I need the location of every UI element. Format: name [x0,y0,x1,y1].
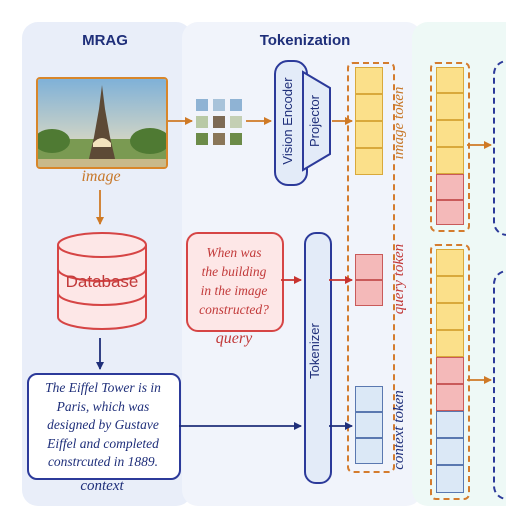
context-text-line: Eiffel and completed [47,435,159,451]
query-token-cell [436,384,464,411]
context-box [27,373,181,480]
image-patch [196,99,208,111]
image-token-cell [436,330,464,357]
context-text: The Eiffel Tower is in Paris, which was … [29,379,177,472]
image-token-cell [436,249,464,276]
tokenizer-label: Tokenizer [307,323,322,379]
query-text-line: in the image [200,283,268,298]
context-token-stack [355,386,383,464]
image-token-cell [436,276,464,303]
image-token-cell [436,67,464,93]
query-token-cell [436,357,464,384]
output-lower-outline [430,244,470,500]
query-text-line: the building [201,264,267,279]
projector-label: Projector [307,94,322,148]
image-token-cell [436,147,464,174]
context-token-cell [355,412,383,438]
image-token-cell [355,121,383,148]
context-text-line: Paris, which was [56,398,150,414]
image-token-cell [436,93,464,120]
image-patches [196,99,244,147]
image-patch [196,133,208,145]
query-token-cell [436,174,464,200]
output-upper-outline [430,62,470,232]
output-upper-stack [436,67,464,225]
image-token-cell [355,148,383,175]
next-stage-box-upper [493,60,506,236]
context-token-cell [355,438,383,464]
query-text: When was the building in the image const… [187,243,281,319]
next-stage-box-lower [493,270,506,500]
query-token-cell [436,200,464,225]
query-token-cell [355,280,383,306]
database-label: Database [65,272,139,291]
context-token-label: context token [391,390,407,470]
database-icon [57,232,147,330]
image-patch [213,133,225,145]
context-token-cell [436,465,464,493]
query-text-line: constructed? [199,302,269,317]
image-token-stack [355,67,383,175]
image-patch [230,99,242,111]
query-caption: query [215,330,253,347]
query-box [186,232,284,332]
context-text-line: designed by Gustave [47,417,159,432]
tokenization-title: Tokenization [259,32,351,49]
image-patch [230,116,242,128]
query-token-cell [355,254,383,280]
image-patch [196,116,208,128]
token-column-outline [347,62,395,473]
tokenizer-block [304,232,332,484]
image-token-cell [355,94,383,121]
eiffel-tower-image [36,77,168,169]
context-caption: context [80,478,124,494]
image-token-cell [355,67,383,94]
image-patch [230,133,242,145]
query-token-label: query token [391,243,407,315]
query-text-line: When was [206,245,262,260]
image-token-label: image token [391,86,407,160]
mrag-title: MRAG [82,32,128,49]
projector-block [302,70,331,172]
query-token-stack [355,254,383,306]
context-token-cell [355,386,383,412]
image-caption: image [81,168,121,185]
context-token-cell [436,411,464,438]
output-lower-stack [436,249,464,493]
image-patch [213,116,225,128]
context-token-cell [436,438,464,465]
image-token-cell [436,303,464,330]
context-text-line: The Eiffel Tower is in [45,380,161,395]
context-text-line: constrcuted in 1889. [47,454,159,469]
vision-encoder-label: Vision Encoder [280,77,295,165]
image-patch [213,99,225,111]
image-token-cell [436,120,464,147]
